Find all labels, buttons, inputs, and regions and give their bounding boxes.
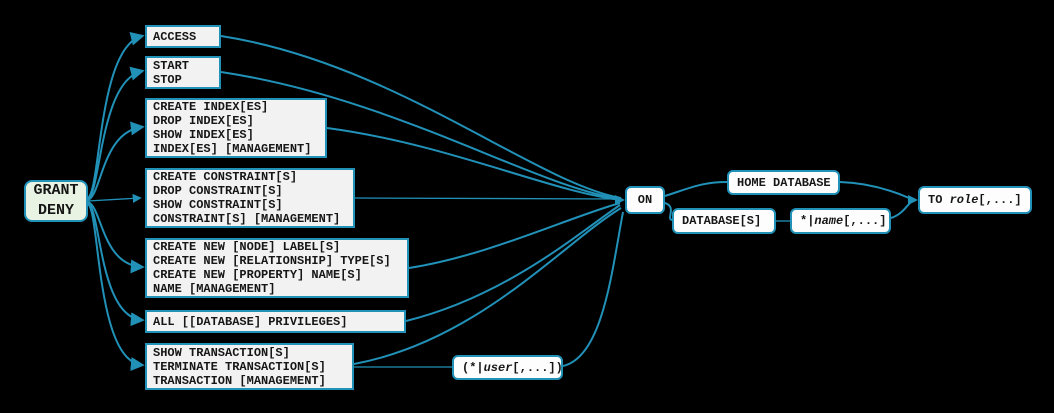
- privilege-line: INDEX[ES] [MANAGEMENT]: [153, 142, 312, 156]
- privilege-line: SHOW TRANSACTION[S]: [153, 345, 290, 360]
- privilege-transaction-node: SHOW TRANSACTION[S] TERMINATE TRANSACTIO…: [145, 343, 354, 390]
- name-word: name: [814, 214, 844, 228]
- to-role-node: TO role[,...]: [918, 186, 1032, 214]
- database-label: DATABASE[S]: [682, 214, 762, 228]
- to-role-label: TO role[,...]: [928, 193, 1022, 207]
- privilege-line: CREATE INDEX[ES]: [153, 100, 269, 114]
- privilege-line: CREATE CONSTRAINT[S]: [153, 170, 298, 184]
- home-database-node: HOME DATABASE: [727, 170, 840, 195]
- privilege-index-node: CREATE INDEX[ES] DROP INDEX[ES] SHOW IND…: [145, 98, 327, 158]
- privilege-line: ACCESS: [153, 29, 197, 44]
- privilege-line: TRANSACTION [MANAGEMENT]: [153, 373, 326, 388]
- role-word: role: [949, 193, 979, 207]
- privilege-line: CREATE NEW [PROPERTY] NAME[S]: [153, 268, 362, 282]
- privilege-line: SHOW INDEX[ES]: [153, 128, 254, 142]
- on-keyword-node: ON: [625, 186, 665, 214]
- privilege-access-node: ACCESS: [145, 25, 221, 48]
- privilege-line: CREATE NEW [RELATIONSHIP] TYPE[S]: [153, 254, 391, 268]
- privilege-constraint-node: CREATE CONSTRAINT[S] DROP CONSTRAINT[S] …: [145, 168, 355, 228]
- user-word: user: [483, 360, 513, 375]
- grant-deny-node: GRANT DENY: [24, 180, 88, 222]
- database-node: DATABASE[S]: [672, 208, 776, 234]
- privilege-line: STOP: [153, 72, 182, 87]
- privilege-name-management-node: CREATE NEW [NODE] LABEL[S] CREATE NEW [R…: [145, 238, 409, 298]
- user-suffix: [,...]): [512, 360, 563, 375]
- privilege-line: DROP CONSTRAINT[S]: [153, 184, 283, 198]
- role-suffix: [,...]: [978, 193, 1022, 207]
- name-prefix: *|: [800, 214, 815, 228]
- home-database-label: HOME DATABASE: [737, 175, 831, 190]
- privilege-line: DROP INDEX[ES]: [153, 114, 254, 128]
- user-list-label: (*|user[,...]): [462, 360, 563, 375]
- privilege-line: CREATE NEW [NODE] LABEL[S]: [153, 240, 341, 254]
- user-prefix: (*|: [462, 360, 484, 375]
- to-prefix: TO: [928, 193, 950, 207]
- privilege-line: CONSTRAINT[S] [MANAGEMENT]: [153, 212, 341, 226]
- privilege-start-stop-node: START STOP: [145, 56, 221, 89]
- privilege-line: START: [153, 58, 190, 73]
- on-label: ON: [637, 193, 653, 207]
- database-name-node: *|name[,...]: [790, 208, 891, 234]
- name-suffix: [,...]: [843, 214, 887, 228]
- grant-label: GRANT: [33, 182, 79, 199]
- privilege-line: SHOW CONSTRAINT[S]: [153, 198, 283, 212]
- privilege-line: NAME [MANAGEMENT]: [153, 282, 276, 296]
- privilege-line: ALL [[DATABASE] PRIVILEGES]: [153, 314, 348, 329]
- database-name-label: *|name[,...]: [800, 214, 886, 228]
- privilege-all-node: ALL [[DATABASE] PRIVILEGES]: [145, 310, 406, 333]
- privilege-line: TERMINATE TRANSACTION[S]: [153, 359, 326, 374]
- user-list-node: (*|user[,...]): [452, 355, 563, 380]
- deny-label: DENY: [37, 202, 74, 219]
